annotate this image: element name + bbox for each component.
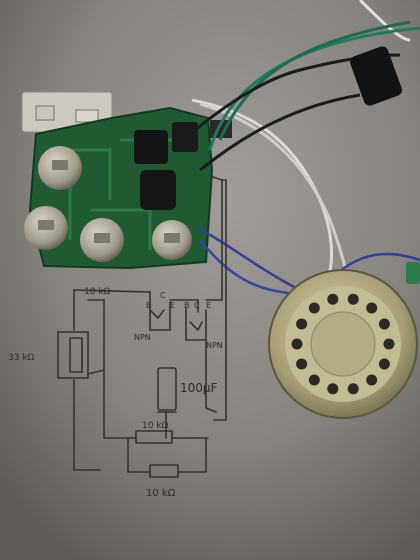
speaker-hole [347,383,359,395]
schematic-wire [73,379,101,471]
blue-wire [197,226,301,292]
schematic-wire [87,299,105,375]
connector-tab [35,105,55,121]
speaker-hole [296,318,308,330]
speaker-hole [366,374,378,386]
label-transistor-left: NPN [134,333,151,342]
speaker [268,269,418,419]
label-pin-right-c: C [194,301,200,310]
speaker-hole [308,374,320,386]
speaker-hole [327,383,339,395]
speaker-hole [327,293,339,305]
label-resistor-mid: 10 kΩ [142,421,169,431]
label-capacitor: 100µF [180,381,218,395]
resistor-left-symbol [57,331,89,379]
capacitor-symbol [157,367,177,411]
speaker-hole [296,358,308,370]
label-pin-right-b: B [184,301,190,310]
schematic-wire [73,289,151,293]
connector-tab [75,109,99,123]
label-pin-right-e: E [206,301,211,310]
schematic-drawing [57,175,227,478]
schematic-wire [127,437,151,473]
pcb-contact-disc [24,206,68,250]
black-wire [199,93,361,172]
pcb-chip [134,130,168,164]
green-wire [218,20,411,141]
pcb-contact-disc [80,218,124,262]
resistor-left-symbol-inner [69,337,83,373]
schematic-wire [205,339,217,413]
speaker-hole [308,302,320,314]
pcb-contact-disc [38,146,82,190]
label-pin-left-b: B [146,301,152,310]
schematic-wire [169,299,199,313]
black-connector [350,46,402,106]
transistor-right-symbol [189,321,203,331]
speaker-hole [378,358,390,370]
speaker-hole [378,318,390,330]
resistor-mid-symbol [135,430,173,444]
resistor-bottom-symbol [149,464,179,478]
pcb-contact-disc [152,220,192,260]
label-resistor-bottom: 10 kΩ [146,488,176,499]
schematic-wire [185,307,207,341]
label-transistor-right: NPN [206,341,223,350]
green-clip [406,262,420,284]
label-resistor-top: 10 kΩ [84,287,111,297]
pcb-chip [172,122,198,152]
schematic-wire [205,175,223,301]
speaker-hole [366,302,378,314]
transistor-left-symbol [149,309,165,319]
speaker-holes [291,293,395,395]
speaker-hole [347,293,359,305]
pcb-chip [140,170,176,210]
label-pin-left-e: E [170,301,175,310]
schematic-wire [213,179,227,421]
label-pin-left-c: C [160,291,166,300]
speaker-hole [383,338,395,350]
schematic-wire [103,369,137,439]
speaker-hole [291,338,303,350]
label-resistor-left: 33 kΩ [8,353,35,363]
schematic-wire [177,437,207,473]
